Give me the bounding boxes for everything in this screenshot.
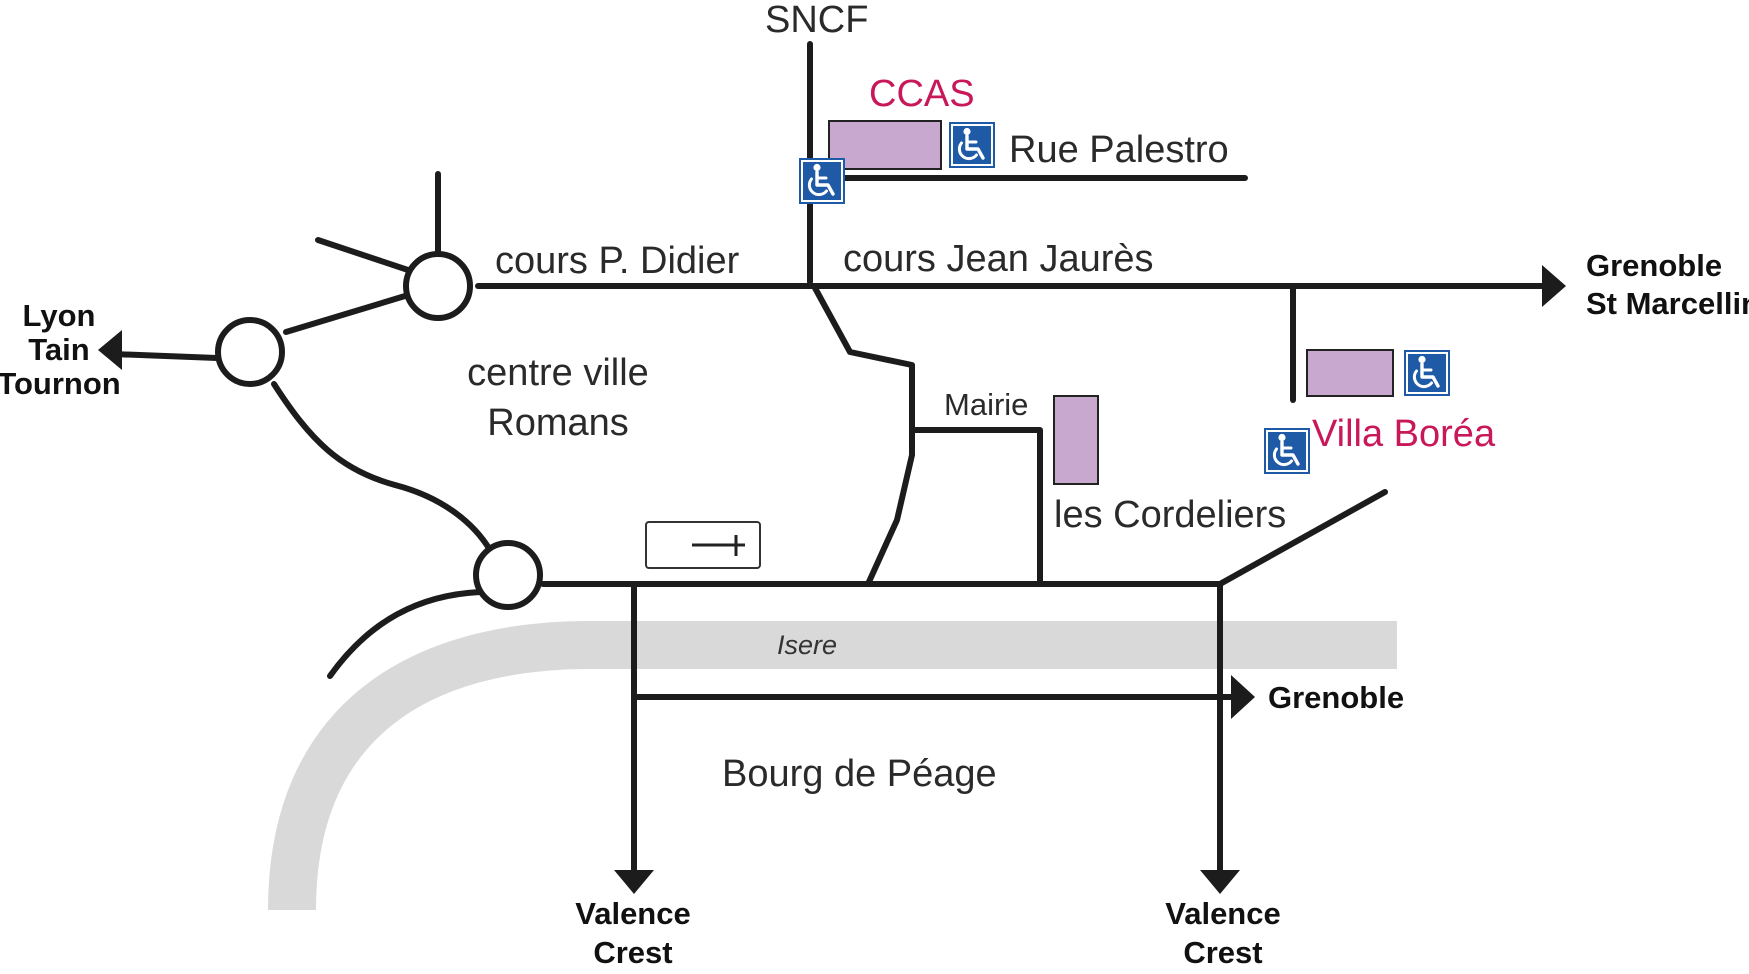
- arrow-lyon: [98, 330, 122, 370]
- cours-p-didier-label: cours P. Didier: [495, 240, 740, 282]
- isere-river: [268, 621, 1397, 911]
- wheelchair-icon: [1404, 350, 1450, 396]
- roundabouts: [215, 251, 543, 610]
- romans-label: Romans: [487, 402, 629, 444]
- road-northwest-stub: [315, 237, 411, 273]
- destination-st-marcellin: St Marcellin: [1586, 286, 1749, 321]
- villa-borea-label: Villa Boréa: [1312, 413, 1496, 455]
- destination-crest-east: Crest: [1183, 935, 1262, 970]
- east-branch: [1217, 489, 1388, 587]
- diagonal-central: [812, 285, 915, 587]
- rue-palestro-label: Rue Palestro: [1009, 129, 1229, 171]
- destination-grenoble-north: Grenoble: [1586, 248, 1722, 283]
- arrow-valence-west: [614, 870, 654, 894]
- ccas-building: [828, 120, 942, 170]
- roundabout-south: [473, 540, 543, 610]
- destination-tournon: Tournon: [0, 366, 121, 401]
- church-icon: [645, 521, 761, 569]
- destination-valence-east: Valence: [1165, 896, 1280, 931]
- villa-borea-building: [1306, 349, 1394, 397]
- road-network: [98, 41, 1566, 894]
- arrow-grenoble-st-marcellin: [1542, 265, 1566, 307]
- les-cordeliers-label: les Cordeliers: [1054, 494, 1286, 536]
- sncf-label: SNCF: [765, 0, 868, 41]
- wheelchair-icon: [1264, 428, 1310, 474]
- arrow-grenoble: [1231, 675, 1255, 719]
- cordeliers-building: [1053, 395, 1099, 485]
- ccas-label: CCAS: [869, 73, 975, 115]
- isere-label: Isere: [777, 630, 837, 660]
- buildings: [828, 120, 1394, 485]
- arrow-valence-east: [1200, 870, 1240, 894]
- wheelchair-icon: [949, 122, 995, 168]
- cours-jean-jaures-label: cours Jean Jaurès: [843, 238, 1154, 280]
- destination-grenoble-south: Grenoble: [1268, 680, 1404, 715]
- mairie-road: [909, 427, 1043, 587]
- mairie-label: Mairie: [944, 387, 1028, 422]
- destination-crest-west: Crest: [593, 935, 672, 970]
- destination-valence-west: Valence: [575, 896, 690, 931]
- road-to-lyon: [110, 351, 220, 361]
- destination-tain: Tain: [28, 332, 89, 367]
- roundabout-link: [283, 293, 408, 335]
- wheelchair-icon: [799, 158, 845, 204]
- bourg-de-peage-label: Bourg de Péage: [722, 753, 997, 795]
- centre-ville-label: centre ville: [467, 352, 649, 394]
- roundabout-north: [403, 251, 473, 321]
- southwest-curve: [327, 589, 483, 679]
- western-curve: [271, 381, 493, 553]
- destination-lyon: Lyon: [23, 298, 96, 333]
- roundabout-west: [215, 317, 285, 387]
